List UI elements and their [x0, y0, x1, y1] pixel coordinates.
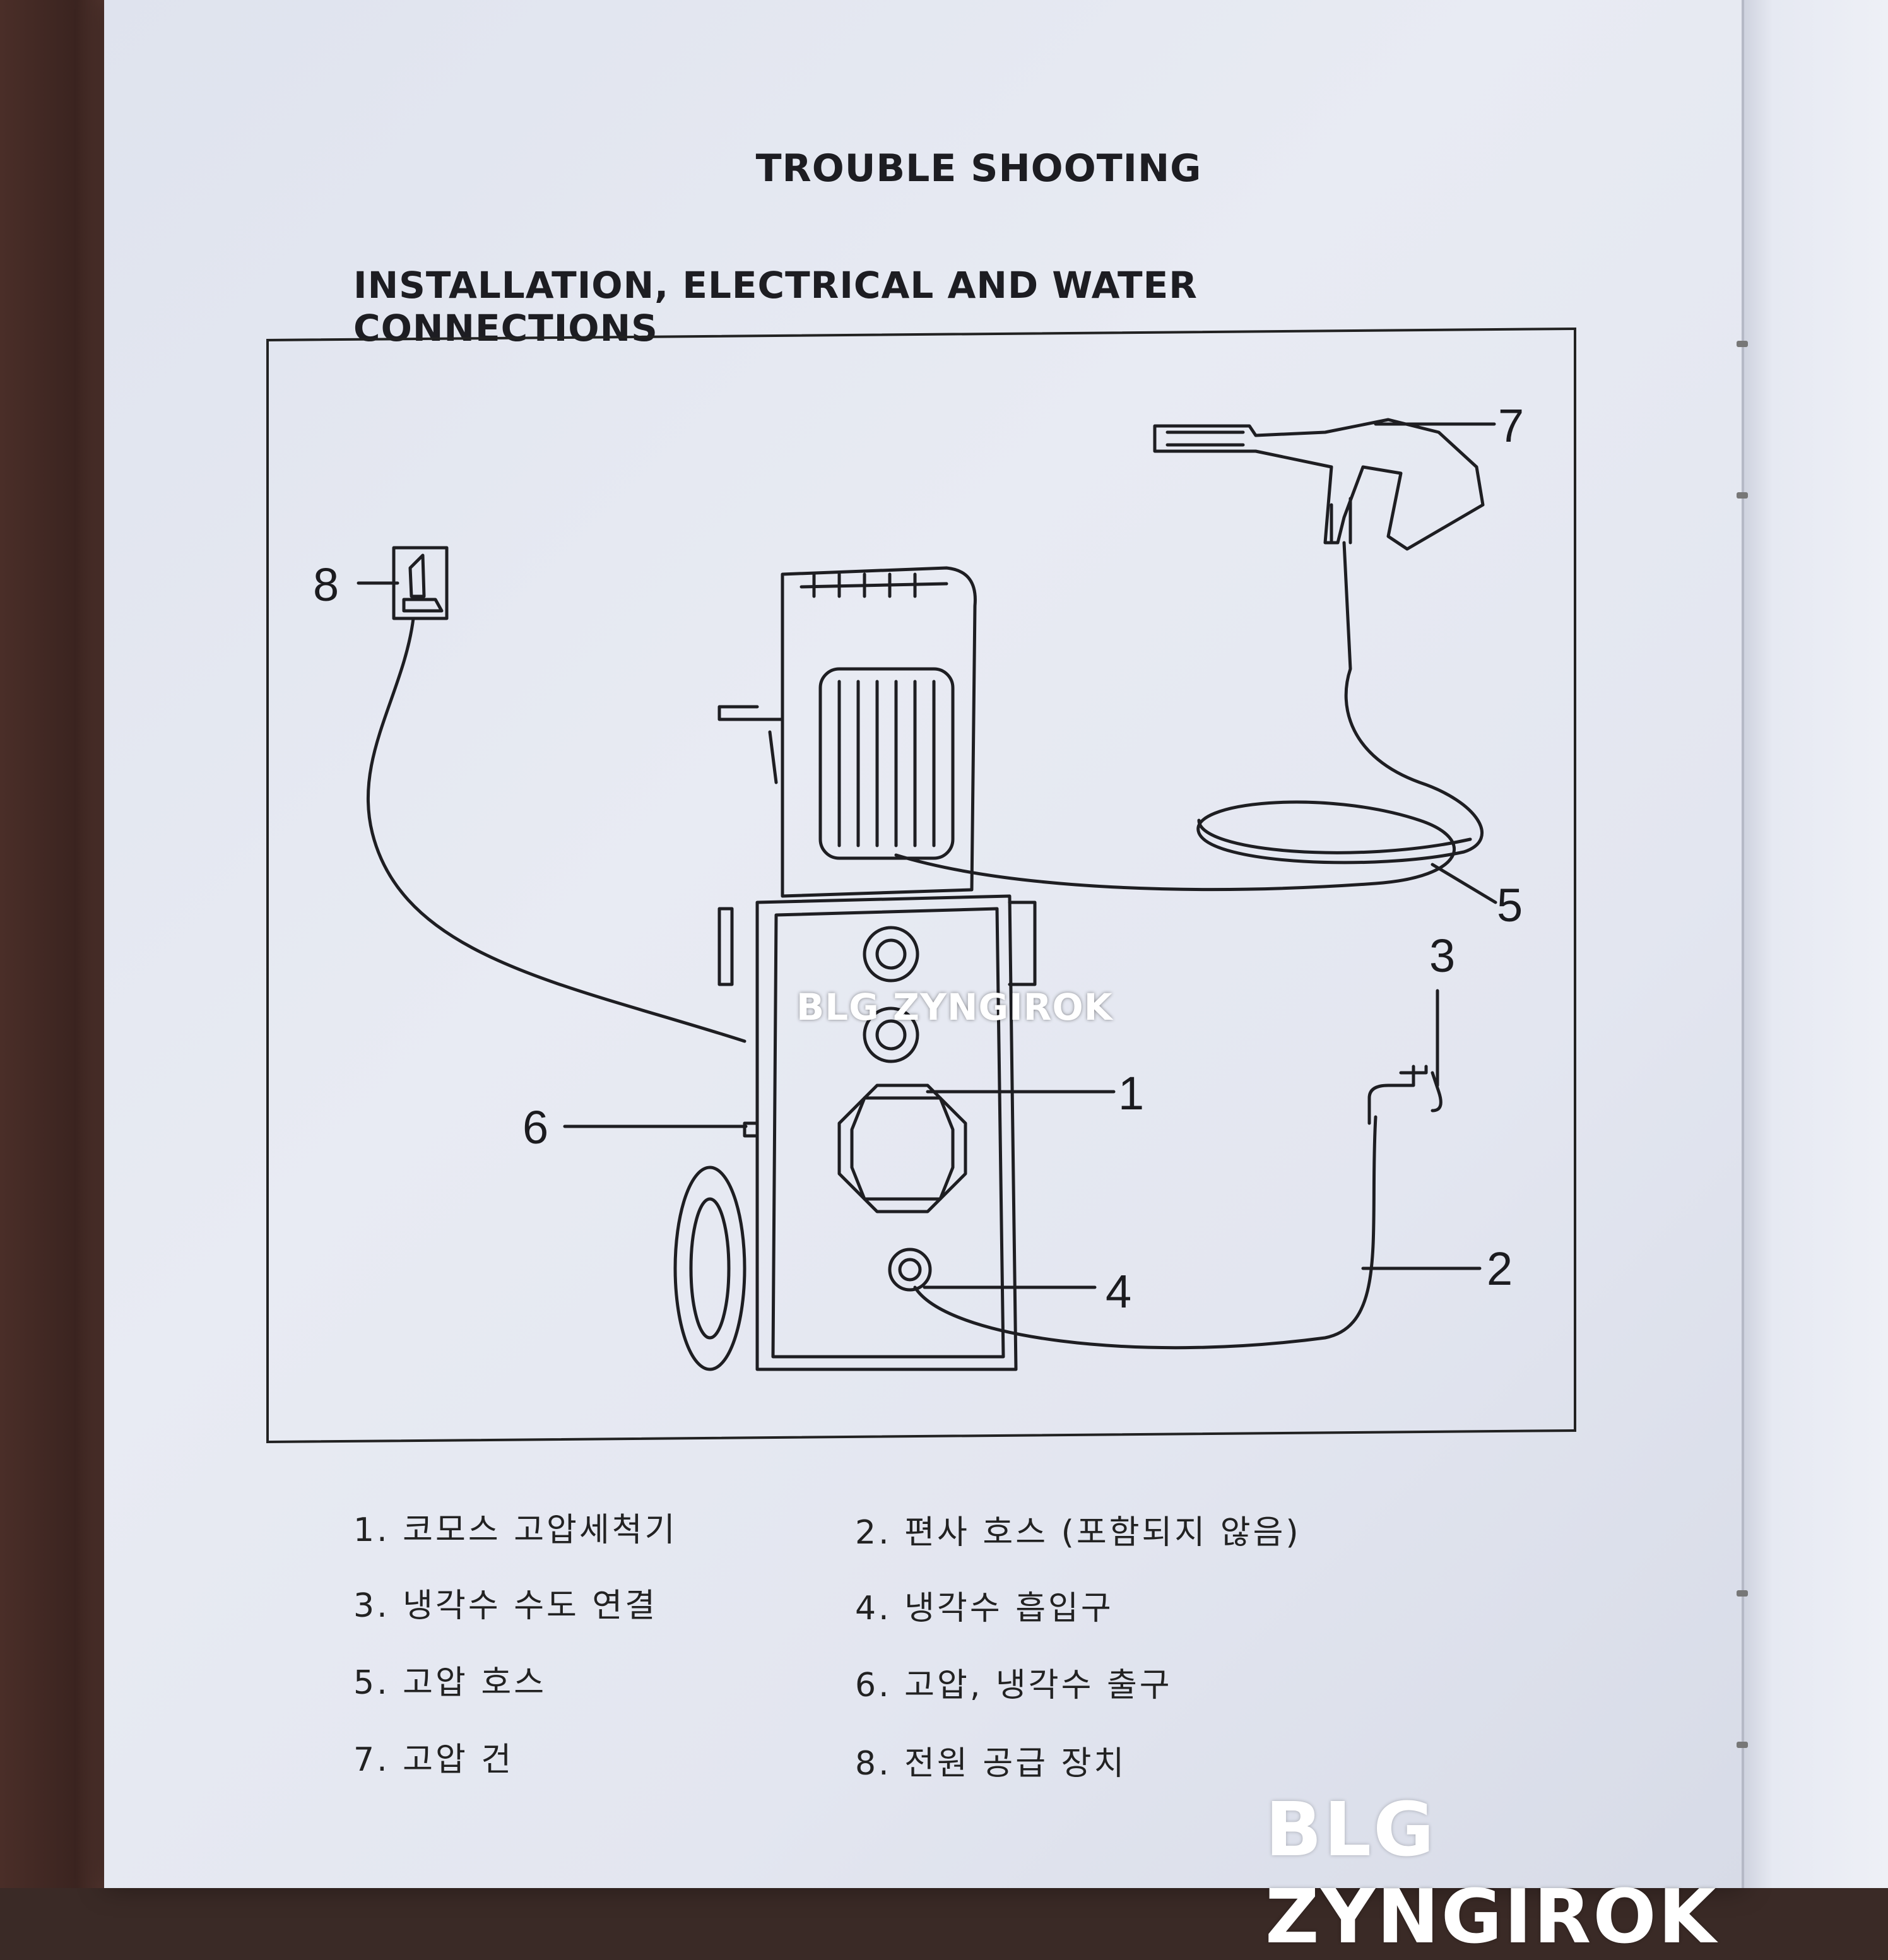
legend-text: 편사 호스 (포함되지 않음) [904, 1514, 1301, 1552]
pressure-washer-diagram [357, 418, 1497, 1371]
spray-gun-icon [1153, 418, 1485, 551]
binding-stitch [1737, 1742, 1748, 1748]
page-heading: TROUBLE SHOOTING [755, 146, 1202, 191]
legend-item-5: 5. 고압 호스 [353, 1656, 546, 1703]
high-pressure-hose [894, 541, 1484, 891]
plug-icon [402, 553, 444, 613]
watermark-center: BLG ZYNGIROK [796, 986, 1113, 1029]
callout-1: 1 [1118, 1067, 1145, 1119]
callout-2: 2 [1487, 1243, 1513, 1295]
legend-text: 냉각수 수도 연결 [403, 1587, 658, 1625]
watermark-corner: BLG ZYNGIROK [1265, 1786, 1718, 1960]
power-cord [366, 617, 746, 1043]
legend-text: 고압 건 [403, 1741, 514, 1779]
leader-line-5 [1431, 863, 1497, 904]
legend-text: 코모스 고압세척기 [403, 1511, 678, 1549]
legend-number: 8. [855, 1745, 892, 1783]
legend-text: 전원 공급 장치 [904, 1745, 1127, 1783]
water-tap-icon [1367, 1065, 1443, 1125]
callout-7: 7 [1498, 399, 1525, 452]
section-title: INSTALLATION, ELECTRICAL AND WATER CONNE… [353, 264, 1198, 350]
callout-5: 5 [1497, 879, 1523, 931]
legend-item-3: 3. 냉각수 수도 연결 [353, 1579, 658, 1626]
next-page-edge [1742, 0, 1888, 1888]
legend-number: 4. [855, 1590, 892, 1627]
legend-item-4: 4. 냉각수 흡입구 [855, 1581, 1114, 1629]
binding-stitch [1737, 1590, 1748, 1597]
legend-number: 6. [855, 1667, 892, 1704]
legend-number: 2. [855, 1514, 892, 1552]
legend-text: 냉각수 흡입구 [904, 1590, 1114, 1627]
manual-page [104, 0, 1745, 1888]
legend-number: 7. [353, 1741, 390, 1779]
callout-3: 3 [1429, 930, 1456, 982]
legend-number: 5. [353, 1664, 390, 1702]
legend-item-8: 8. 전원 공급 장치 [855, 1737, 1126, 1784]
legend-number: 3. [353, 1587, 390, 1625]
callout-8: 8 [313, 558, 339, 611]
legend-item-6: 6. 고압, 냉각수 출구 [855, 1658, 1172, 1706]
pressure-washer-unit [673, 566, 1037, 1371]
legend-text: 고압, 냉각수 출구 [904, 1667, 1172, 1704]
legend-item-2: 2. 편사 호스 (포함되지 않음) [855, 1506, 1301, 1553]
legend-text: 고압 호스 [403, 1664, 547, 1702]
callout-4: 4 [1106, 1265, 1132, 1318]
callout-6: 6 [522, 1101, 549, 1154]
legend-number: 1. [353, 1511, 390, 1549]
legend-item-7: 7. 고압 건 [353, 1733, 514, 1780]
legend-item-1: 1. 코모스 고압세척기 [353, 1503, 677, 1550]
binding-stitch [1737, 341, 1748, 347]
binding-stitch [1737, 492, 1748, 499]
garden-hose [913, 1115, 1378, 1350]
